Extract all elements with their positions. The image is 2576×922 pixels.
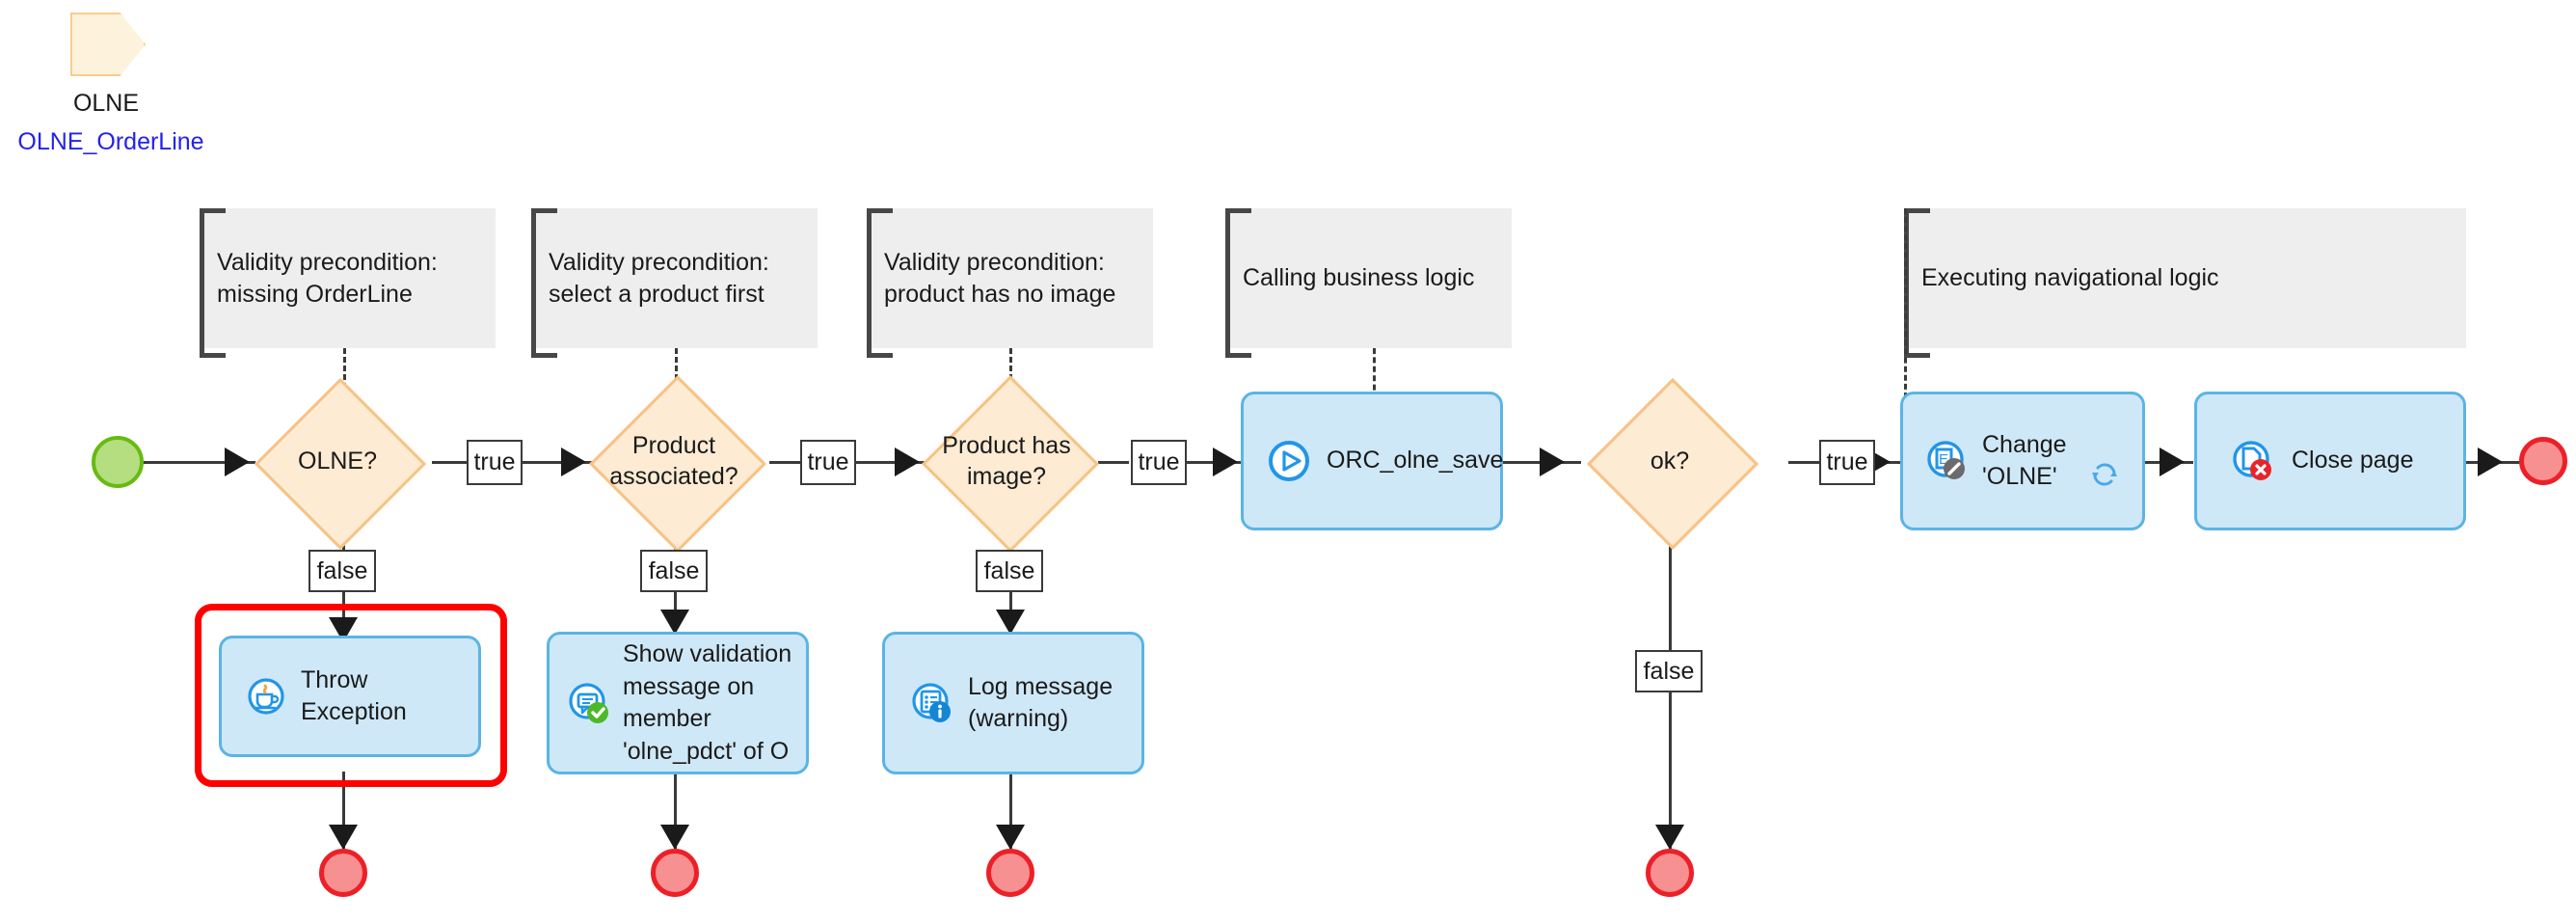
refresh-icon: [2088, 459, 2121, 490]
edge-label-true-1: true: [467, 440, 523, 485]
edge-label-false-1: false: [309, 550, 376, 592]
task-label: Show validation message on member 'olne_…: [623, 640, 792, 765]
arrow-head: [2478, 447, 2503, 476]
connector-d3-true: [1098, 461, 1129, 464]
decision-ok[interactable]: ok?: [1570, 377, 1770, 551]
annotation-leader-line: [1373, 348, 1376, 399]
task-change-olne[interactable]: E Change 'OLNE': [1900, 392, 2145, 530]
task-log-message-warning[interactable]: Log message (warning): [882, 632, 1144, 774]
annotation-text: Validity precondition: select a product …: [549, 248, 769, 308]
arrow-head: [1213, 447, 1238, 476]
edge-label-true-2: true: [800, 440, 856, 485]
task-show-validation-message[interactable]: Show validation message on member 'olne_…: [547, 632, 809, 774]
decision-product-has-image[interactable]: Product has image?: [902, 375, 1111, 553]
connector-log-to-end: [1009, 772, 1012, 849]
connector-d4-false: [1669, 524, 1672, 655]
decision-product-associated[interactable]: Product associated?: [567, 375, 781, 553]
entity-shape-icon: [70, 13, 146, 76]
task-orc-olne-save[interactable]: ORC_olne_save: [1241, 392, 1503, 530]
arrow-head: [660, 825, 689, 850]
connector-start-to-d1: [140, 461, 255, 464]
arrow-head: [329, 825, 358, 850]
chip-text: true: [1826, 448, 1868, 475]
chip-text: true: [807, 448, 849, 475]
connector-validation-to-end: [674, 772, 677, 849]
decision-label: Product has image?: [942, 431, 1071, 491]
chip-text: false: [316, 556, 368, 584]
edge-label-true-4: true: [1819, 440, 1875, 485]
task-label: Change 'OLNE': [1982, 430, 2067, 491]
task-close-page[interactable]: Close page: [2194, 392, 2466, 530]
decision-label: OLNE?: [298, 447, 377, 475]
arrow-head: [996, 610, 1025, 635]
end-event-not-ok[interactable]: [1646, 849, 1694, 897]
annotation-validity-select-product: Validity precondition: select a product …: [531, 208, 818, 358]
edge-label-true-3: true: [1131, 440, 1187, 485]
svg-text:E: E: [1939, 451, 1948, 468]
arrow-head: [225, 447, 250, 476]
connector-d1-true: [432, 461, 467, 464]
annotation-leader-line: [1904, 208, 1907, 398]
connector-throw-to-end: [342, 772, 345, 849]
arrow-head: [895, 447, 920, 476]
arrow-head: [561, 447, 586, 476]
annotation-leader-line: [675, 348, 678, 397]
decision-label: ok?: [1650, 447, 1690, 475]
play-circle-icon: [1267, 439, 1311, 483]
decision-label: Product associated?: [609, 431, 738, 491]
annotation-validity-no-image: Validity precondition: product has no im…: [867, 208, 1153, 358]
arrow-head: [1540, 447, 1565, 476]
entity-code-label: OLNE: [72, 90, 140, 117]
annotation-calling-business-logic: Calling business logic: [1225, 208, 1512, 358]
coffee-exception-icon: [245, 675, 287, 718]
connector-d4-false-2: [1669, 691, 1672, 849]
connector-d1-false-2: [342, 586, 345, 644]
arrow-head: [1655, 825, 1684, 850]
connector-d2-true: [769, 461, 800, 464]
annotation-text: Validity precondition: missing OrderLine: [217, 248, 438, 308]
chip-text: true: [473, 448, 516, 475]
arrow-head: [996, 825, 1025, 850]
edge-label-false-2: false: [640, 550, 708, 592]
decision-olne[interactable]: OLNE?: [239, 377, 436, 551]
connector-d4-true: [1788, 461, 1819, 464]
annotation-text: Validity precondition: product has no im…: [884, 248, 1116, 308]
task-label: Close page: [2292, 447, 2414, 475]
start-event-node[interactable]: [92, 436, 144, 488]
end-event-validation[interactable]: [651, 849, 699, 897]
connector-true2-to-d3: [856, 461, 926, 464]
task-label: ORC_olne_save: [1327, 447, 1504, 475]
entity-fullname-link[interactable]: OLNE_OrderLine: [17, 128, 204, 155]
chip-text: false: [983, 556, 1035, 584]
annotation-leader-line: [343, 348, 346, 397]
edge-label-false-3: false: [976, 550, 1043, 592]
validation-message-icon: [567, 681, 611, 725]
end-event-final[interactable]: [2519, 437, 2567, 485]
log-info-icon: [910, 681, 954, 725]
task-label: Throw Exception: [301, 665, 407, 726]
chip-text: false: [648, 556, 700, 584]
chip-text: false: [1643, 657, 1695, 685]
task-label: Log message (warning): [968, 672, 1114, 733]
arrow-head: [660, 610, 689, 635]
chip-text: true: [1138, 448, 1180, 475]
annotation-text: Calling business logic: [1243, 264, 1475, 291]
annotation-text: Executing navigational logic: [1921, 264, 2219, 291]
edge-label-false-4: false: [1635, 650, 1703, 692]
close-page-icon: [2230, 438, 2276, 484]
connector-true1-to-d2: [523, 461, 594, 464]
end-event-log[interactable]: [986, 849, 1034, 897]
edit-entity-icon: E: [1924, 438, 1971, 484]
end-event-throw[interactable]: [319, 849, 367, 897]
annotation-leader-line: [1009, 348, 1012, 397]
annotation-executing-navigational-logic: Executing navigational logic: [1904, 208, 2466, 358]
arrow-head: [2160, 447, 2185, 476]
annotation-validity-missing-orderline: Validity precondition: missing OrderLine: [200, 208, 496, 358]
task-throw-exception[interactable]: Throw Exception: [219, 636, 481, 757]
